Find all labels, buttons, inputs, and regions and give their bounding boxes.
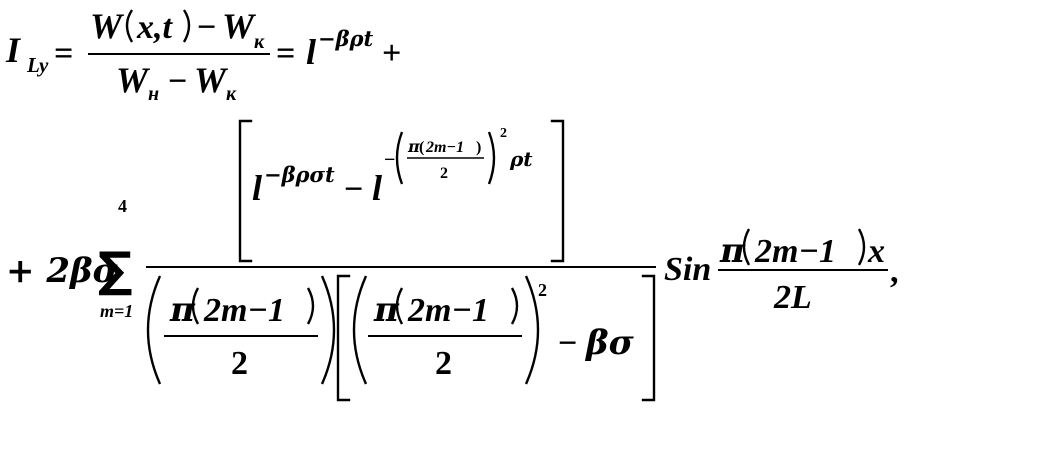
- lhs-i: I: [5, 30, 22, 70]
- num-exponent-1: −βρσt: [264, 162, 335, 187]
- num-l-2: l: [372, 168, 382, 208]
- sum-lower-limit: m=1: [100, 301, 133, 321]
- sin-denominator: 2L: [773, 279, 812, 316]
- den1-inner: 2m−1: [203, 292, 285, 329]
- exp-inner: 2m−1: [425, 139, 464, 156]
- trailing-comma: ,: [890, 253, 899, 290]
- num-l-1: l: [252, 168, 262, 208]
- num-bracket-close: [550, 119, 565, 263]
- den1-inner-close: [306, 287, 315, 325]
- den-minus: −: [168, 63, 187, 100]
- den1-paren-close: [320, 275, 336, 385]
- den2-bracket-open: [336, 274, 351, 402]
- num-sub-k: к: [254, 31, 265, 53]
- den-w-k: W: [194, 60, 229, 100]
- equals-sign-2: =: [276, 35, 295, 72]
- exp-paren-outer-close: [487, 131, 496, 185]
- sin-paren-close: [857, 228, 866, 266]
- sin-pi: π: [719, 231, 746, 271]
- exp-minus: −: [384, 149, 395, 171]
- exp-paren-outer-open: [395, 131, 404, 185]
- summation-symbol: ∑: [98, 242, 132, 298]
- sin-function: Sin: [664, 251, 711, 288]
- plus-sign: +: [382, 35, 401, 72]
- den1-inner-open: [191, 287, 200, 325]
- num-minus: −: [197, 9, 216, 46]
- num-w: W: [90, 6, 125, 46]
- num-paren-open: [125, 9, 134, 43]
- exp-inner-open: (: [419, 139, 424, 156]
- den-sub-k: к: [226, 83, 237, 105]
- sin-paren-open: [742, 228, 751, 266]
- den2-pi: π: [373, 290, 400, 330]
- den1-pi: π: [169, 290, 196, 330]
- den2-two: 2: [435, 345, 452, 382]
- exp-rho-t: ρt: [509, 147, 533, 171]
- exp-square: 2: [500, 126, 507, 141]
- num-args: x,t: [136, 9, 174, 46]
- num-bracket-open: [238, 119, 253, 263]
- num-paren-close: [182, 9, 191, 43]
- den2-minus: −: [558, 325, 577, 362]
- exp-inner-close: ): [476, 139, 481, 156]
- den2-beta-sigma: βσ: [584, 323, 635, 363]
- den-sub-n: н: [148, 83, 159, 105]
- exp-denominator: 2: [440, 165, 448, 182]
- exponent-1: −βρt: [318, 26, 374, 51]
- leading-term: + 2βσ: [6, 251, 119, 291]
- den2-bracket-close: [641, 274, 656, 402]
- sum-upper-limit: 4: [118, 196, 127, 216]
- exp-pi: π: [407, 137, 420, 156]
- den2-paren-open: [352, 275, 368, 385]
- equals-sign-1: =: [54, 35, 73, 72]
- den-w-n: W: [116, 60, 151, 100]
- den2-inner-close: [510, 287, 519, 325]
- den2-inner: 2m−1: [407, 292, 489, 329]
- den2-square: 2: [538, 280, 547, 300]
- sin-x: x: [867, 233, 885, 270]
- num-w-k: W: [222, 6, 257, 46]
- lhs-subscript: Ly: [26, 53, 49, 77]
- num-minus-2: −: [344, 171, 363, 208]
- sin-inner: 2m−1: [754, 233, 836, 270]
- den2-paren-close: [524, 275, 540, 385]
- den1-paren-open: [146, 275, 162, 385]
- den1-two: 2: [231, 345, 248, 382]
- den2-inner-open: [395, 287, 404, 325]
- base-l-1: l: [306, 32, 316, 72]
